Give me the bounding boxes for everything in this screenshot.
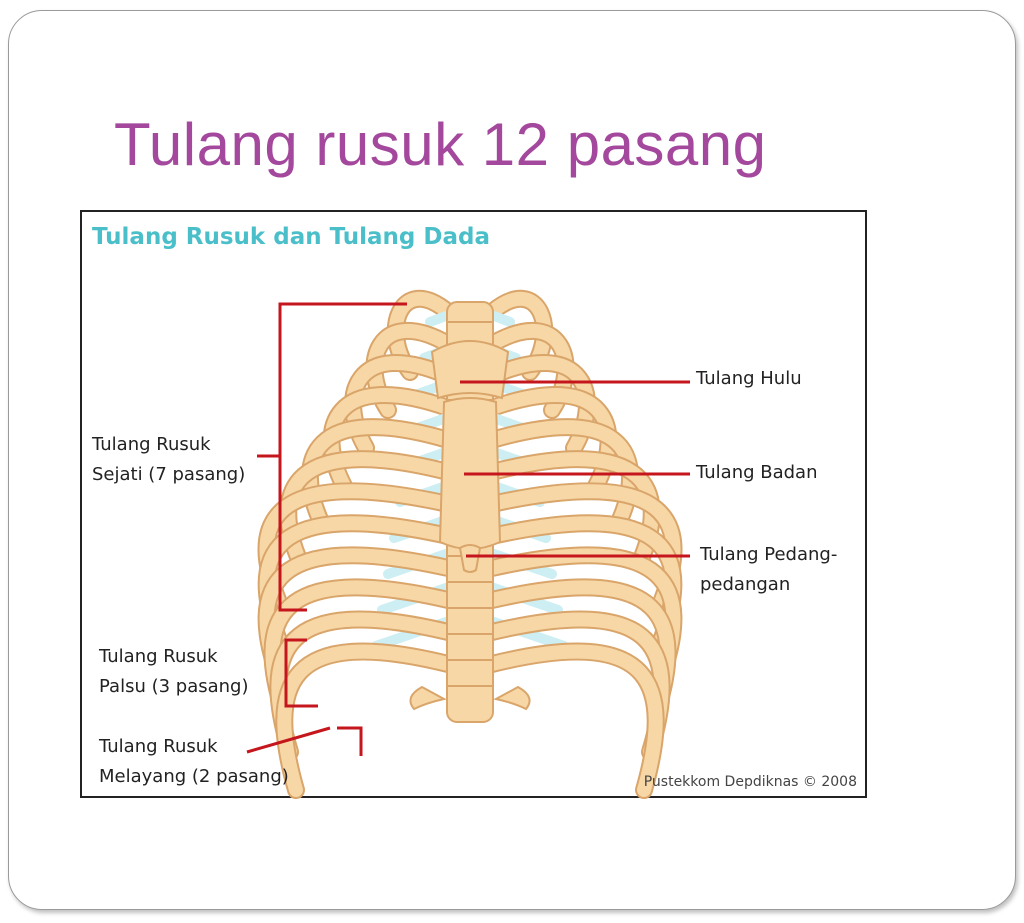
rib <box>485 612 669 759</box>
left-ribs <box>257 289 457 799</box>
slide-title: Tulang rusuk 12 pasang <box>114 111 767 178</box>
rib <box>277 644 455 797</box>
sternum-body-label: Tulang Badan <box>696 462 818 483</box>
leader-lines <box>246 302 690 756</box>
costal-cartilage <box>489 311 515 327</box>
xiphoid-label: Tulang Pedang- pedangan <box>700 544 838 595</box>
figure-credit: Pustekkom Depdiknas © 2008 <box>643 774 857 790</box>
floating-ribs-label: Tulang Rusuk Melayang (2 pasang) <box>99 736 289 787</box>
false-ribs-label: Tulang Rusuk Palsu (3 pasang) <box>99 646 249 697</box>
figure-heading: Tulang Rusuk dan Tulang Dada <box>92 224 490 250</box>
sternum <box>430 340 510 573</box>
rib-cage-illustration <box>246 289 690 799</box>
floating-ribs-line <box>246 726 331 754</box>
costal-cartilage <box>425 311 451 327</box>
rib-cage-figure: Tulang Rusuk dan Tulang Dada Tulang Rusu… <box>80 210 867 799</box>
floating-ribs-bracket <box>337 726 363 756</box>
rib <box>485 644 663 797</box>
false-ribs-bracket <box>284 638 318 708</box>
manubrium-label: Tulang Hulu <box>696 368 802 389</box>
true-ribs-label: Tulang Rusuk Sejati (7 pasang) <box>92 434 246 485</box>
manubrium-shape <box>430 340 510 400</box>
xiphoid-shape <box>458 544 482 573</box>
right-ribs <box>483 289 683 799</box>
